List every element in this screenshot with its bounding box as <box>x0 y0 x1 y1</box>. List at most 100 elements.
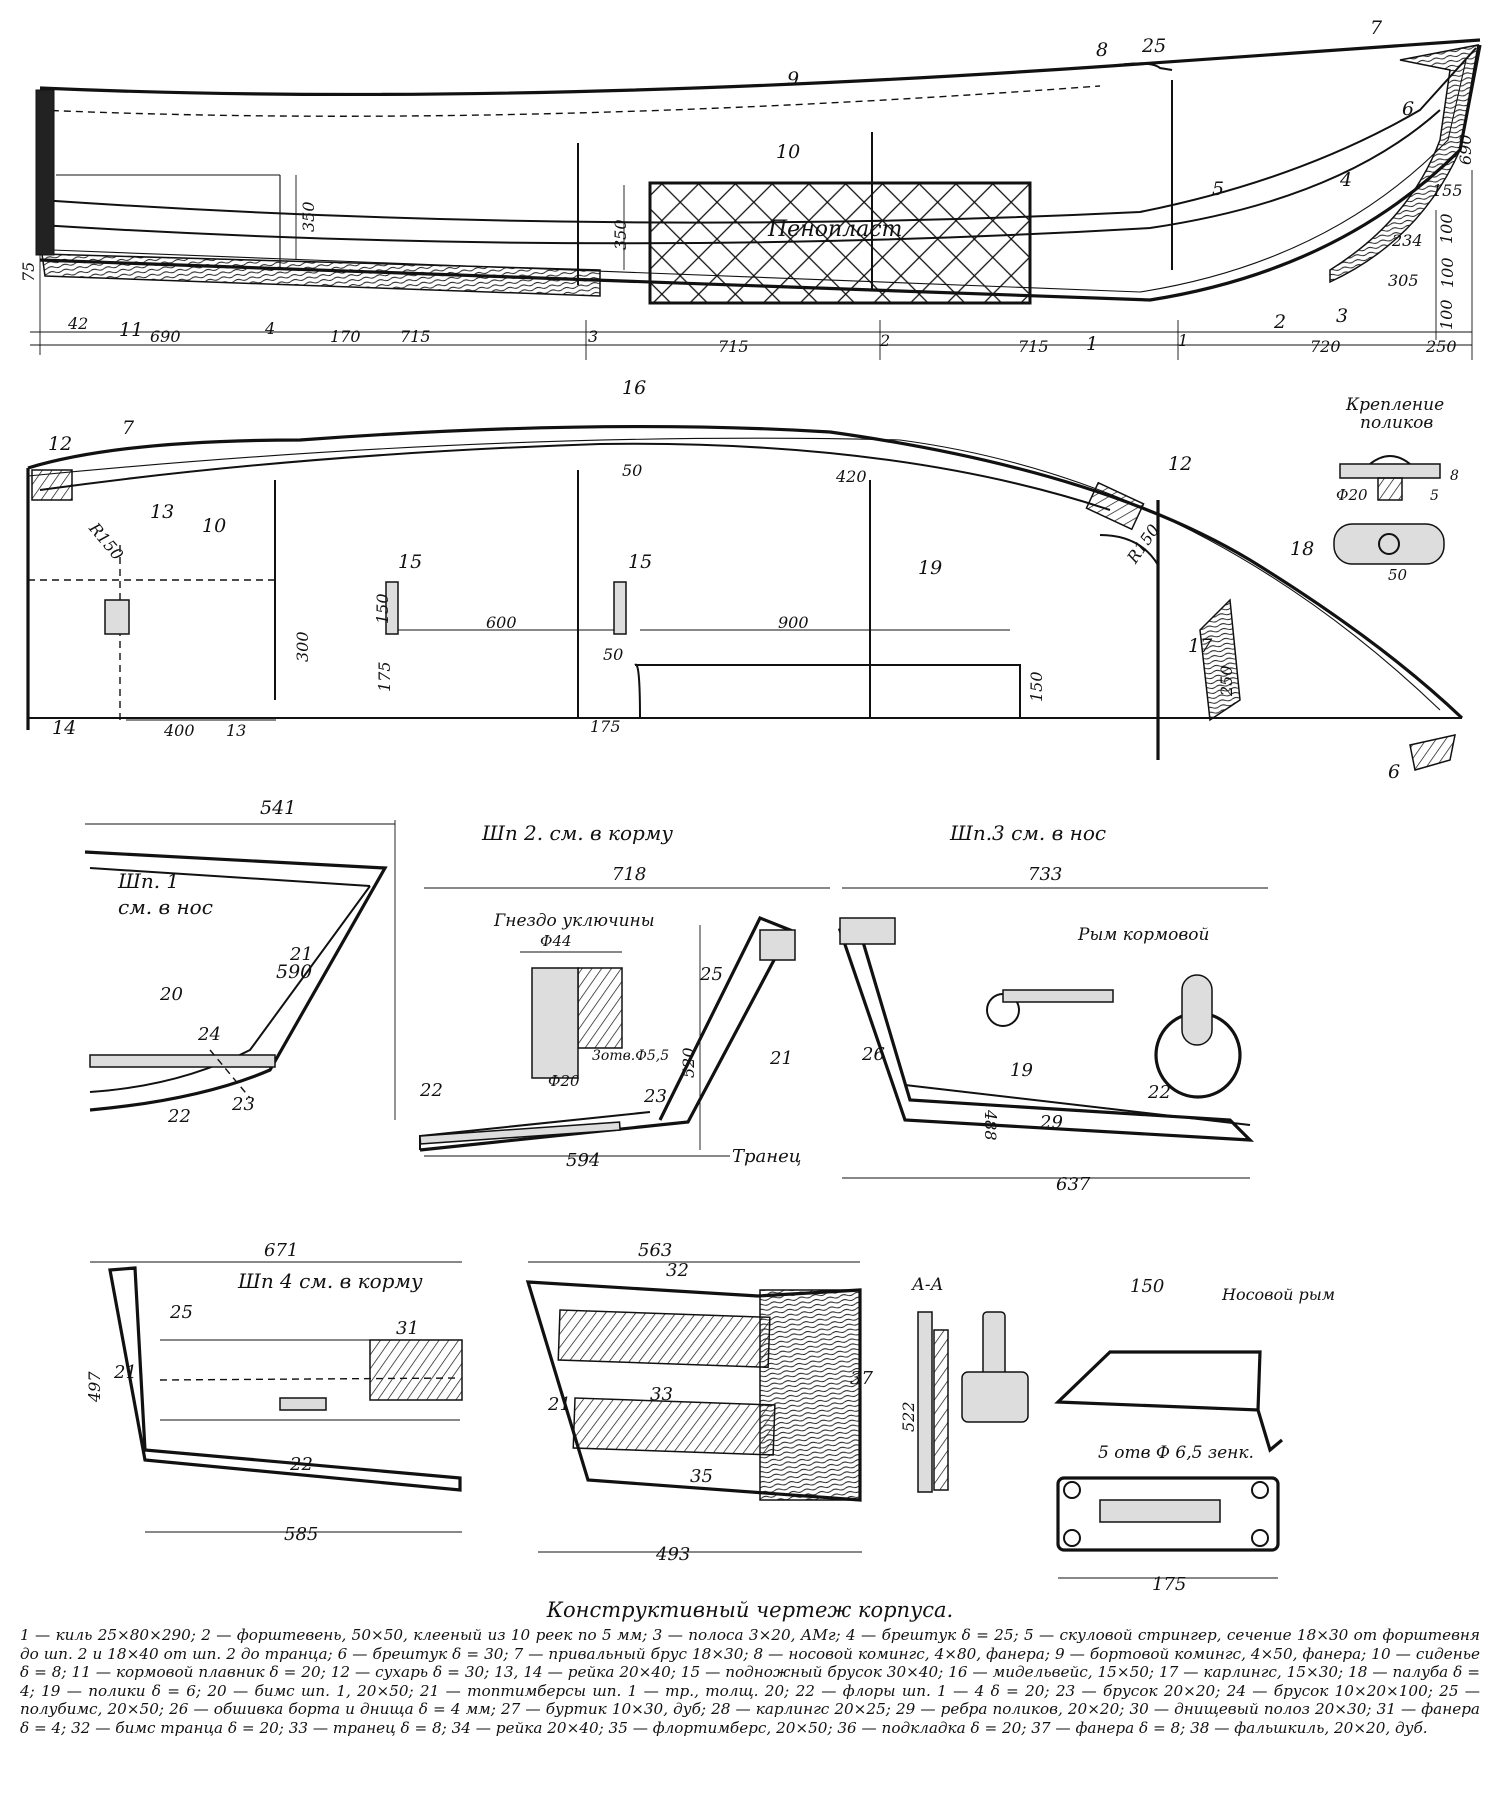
svg-text:Шп 2. см. в корму: Шп 2. см. в корму <box>481 821 673 845</box>
svg-text:497: 497 <box>85 1371 104 1403</box>
plan-view: 12 7 10 13 12 19 18 17 15 15 14 6 16 R15… <box>26 377 1464 783</box>
svg-text:25: 25 <box>699 964 723 985</box>
svg-text:14: 14 <box>52 717 76 739</box>
plan-part-numbers: 12 7 10 13 12 19 18 17 15 15 14 6 16 <box>48 377 1400 783</box>
transom-section: 563 32 33 37 35 21 493 522 <box>525 1240 918 1565</box>
svg-text:250: 250 <box>1425 337 1457 356</box>
profile-view: Пенопласт 9 8 7 6 10 5 4 11 2 3 1 25 <box>19 17 1482 360</box>
svg-text:150: 150 <box>1130 1276 1164 1297</box>
svg-text:Шп.3 см. в нос: Шп.3 см. в нос <box>949 821 1106 845</box>
part-9: 9 <box>787 68 799 90</box>
svg-text:26: 26 <box>861 1044 885 1065</box>
svg-text:175: 175 <box>375 661 394 692</box>
svg-text:234: 234 <box>1391 231 1423 250</box>
svg-text:6: 6 <box>1388 761 1400 783</box>
part-11: 11 <box>119 319 143 341</box>
svg-text:300: 300 <box>293 631 312 662</box>
svg-text:590: 590 <box>276 961 312 983</box>
svg-text:10: 10 <box>202 515 226 537</box>
svg-text:22: 22 <box>167 1106 191 1127</box>
svg-text:23: 23 <box>643 1086 667 1107</box>
svg-text:21: 21 <box>547 1394 571 1415</box>
svg-text:22: 22 <box>419 1080 443 1101</box>
profile-dimensions: 75 350 350 155 100 100 100 690 42 690 4 … <box>19 134 1475 356</box>
svg-text:15: 15 <box>628 551 652 573</box>
svg-text:563: 563 <box>638 1240 672 1261</box>
svg-text:175: 175 <box>590 717 621 736</box>
svg-text:637: 637 <box>1056 1174 1091 1195</box>
part-10: 10 <box>776 141 800 163</box>
svg-text:37: 37 <box>850 1368 873 1389</box>
svg-text:150: 150 <box>373 593 392 624</box>
fastening-detail: Крепление поликов 8 5 Ф20 50 <box>1333 395 1459 584</box>
svg-text:175: 175 <box>1152 1574 1186 1595</box>
svg-text:21: 21 <box>113 1362 137 1383</box>
section-4: Шп 4 см. в корму 671 25 21 31 22 497 585 <box>85 1240 463 1545</box>
fastening-title-2: поликов <box>1360 413 1433 433</box>
svg-text:22: 22 <box>1147 1082 1171 1103</box>
svg-text:690: 690 <box>150 327 181 346</box>
part-7: 7 <box>1370 17 1383 39</box>
hull-construction-drawing: Пенопласт 9 8 7 6 10 5 4 11 2 3 1 25 <box>19 17 1482 1595</box>
svg-text:400: 400 <box>163 721 195 740</box>
part-8: 8 <box>1096 39 1108 61</box>
detail-aa: А-А <box>911 1275 1029 1493</box>
svg-text:Носовой рым: Носовой рым <box>1221 1285 1335 1304</box>
svg-text:420: 420 <box>835 467 867 486</box>
svg-text:715: 715 <box>718 337 749 356</box>
svg-text:350: 350 <box>611 219 630 250</box>
part-4: 4 <box>1339 169 1352 191</box>
svg-text:25: 25 <box>169 1302 193 1323</box>
svg-text:Шп 4 см. в корму: Шп 4 см. в корму <box>237 1269 423 1293</box>
svg-text:Гнездо уключины: Гнездо уключины <box>493 911 655 931</box>
svg-text:20: 20 <box>159 984 183 1005</box>
svg-text:2: 2 <box>879 331 890 350</box>
part-1: 1 <box>1086 333 1098 355</box>
profile-dimension-lines <box>30 170 1473 360</box>
svg-text:733: 733 <box>1028 864 1062 885</box>
svg-text:Ф20: Ф20 <box>1336 486 1368 504</box>
svg-text:R150: R150 <box>85 518 128 564</box>
svg-text:50: 50 <box>603 645 623 664</box>
svg-text:23: 23 <box>231 1094 255 1115</box>
svg-text:488: 488 <box>981 1109 1000 1141</box>
part-5: 5 <box>1212 178 1224 200</box>
svg-text:5: 5 <box>1430 488 1439 504</box>
svg-text:12: 12 <box>48 433 72 455</box>
svg-text:4: 4 <box>264 319 275 338</box>
svg-text:522: 522 <box>899 1401 918 1432</box>
svg-text:12: 12 <box>1168 453 1192 475</box>
svg-text:900: 900 <box>778 613 809 632</box>
svg-text:24: 24 <box>197 1024 221 1045</box>
svg-text:21: 21 <box>769 1048 793 1069</box>
svg-text:100: 100 <box>1437 213 1456 244</box>
svg-text:Ф20: Ф20 <box>548 1072 580 1090</box>
part-25: 25 <box>1141 35 1166 57</box>
svg-text:718: 718 <box>612 864 646 885</box>
svg-text:21: 21 <box>289 944 313 965</box>
fastening-title: Крепление <box>1345 395 1444 415</box>
svg-text:13: 13 <box>150 501 174 523</box>
caption-legend: 1 — киль 25×80×290; 2 — форштевень, 50×5… <box>20 1626 1480 1737</box>
svg-text:3: 3 <box>588 327 598 346</box>
svg-text:720: 720 <box>1310 337 1341 356</box>
foam-label: Пенопласт <box>767 217 902 242</box>
part-3: 3 <box>1336 305 1348 327</box>
profile-part-numbers: 9 8 7 6 10 5 4 11 2 3 1 25 <box>119 17 1414 355</box>
svg-text:493: 493 <box>655 1544 690 1565</box>
drawing-caption: Конструктивный чертеж корпуса. 1 — киль … <box>20 1598 1480 1738</box>
svg-text:350: 350 <box>299 201 318 232</box>
svg-text:690: 690 <box>1456 134 1475 165</box>
part-6: 6 <box>1402 98 1414 120</box>
plan-dimensions: R150 R150 50 420 600 900 150 175 300 400… <box>85 461 1236 740</box>
svg-text:585: 585 <box>284 1524 318 1545</box>
svg-text:100: 100 <box>1438 257 1457 288</box>
svg-text:17: 17 <box>1188 635 1213 657</box>
svg-text:671: 671 <box>264 1240 298 1261</box>
svg-text:см. в нос: см. в нос <box>118 895 213 919</box>
svg-text:8: 8 <box>1450 468 1459 484</box>
svg-text:5 отв Ф 6,5 зенк.: 5 отв Ф 6,5 зенк. <box>1098 1443 1254 1463</box>
svg-text:150: 150 <box>1027 671 1046 702</box>
svg-text:600: 600 <box>486 613 517 632</box>
svg-text:19: 19 <box>1010 1060 1033 1081</box>
